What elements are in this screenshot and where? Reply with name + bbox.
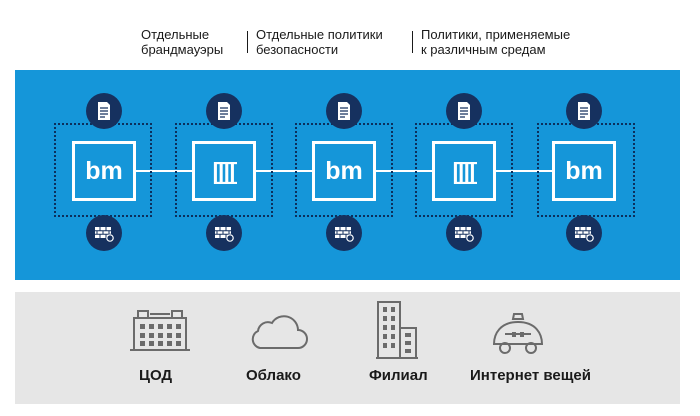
env-label-datacenter: ЦОД	[139, 367, 173, 384]
header-col-firewalls: Отдельные брандмауэры	[141, 27, 223, 57]
bm-host-node: bm	[72, 141, 136, 201]
firewall-brick-icon	[566, 215, 602, 251]
connector-line	[376, 170, 432, 172]
policy-document-icon	[86, 93, 122, 129]
node-label: [[[[	[452, 157, 478, 184]
header-col-policies: Отдельные политики безопасности	[256, 27, 383, 57]
connector-line	[136, 170, 192, 172]
firewall-brick-icon	[446, 215, 482, 251]
header-separator	[247, 31, 248, 53]
header-col1-line2: брандмауэры	[141, 42, 224, 57]
header-col-environments: Политики, применяемые к различным средам	[421, 27, 570, 57]
env-label-cloud: Облако	[246, 367, 301, 384]
datacenter-icon	[130, 310, 190, 351]
bm-host-node: bm	[312, 141, 376, 201]
firewall-brick-icon	[206, 215, 242, 251]
firewall-node: [[[[	[192, 141, 256, 201]
env-label-branch: Филиал	[369, 367, 428, 384]
cloud-icon	[251, 315, 308, 349]
header-col2-line2: безопасности	[256, 42, 339, 57]
header-col2-line1: Отдельные политики	[256, 27, 383, 42]
header-col3-line2: к различным средам	[421, 42, 546, 57]
policy-document-icon	[206, 93, 242, 129]
header-col3-line1: Политики, применяемые	[421, 27, 571, 42]
policy-document-icon	[566, 93, 602, 129]
policy-document-icon	[446, 93, 482, 129]
car-icon	[492, 313, 544, 354]
environments-panel	[15, 292, 680, 404]
env-label-iot: Интернет вещей	[470, 367, 591, 384]
connector-line	[496, 170, 552, 172]
firewall-node: [[[[	[432, 141, 496, 201]
connector-line	[256, 170, 312, 172]
header-separator	[412, 31, 413, 53]
policy-document-icon	[326, 93, 362, 129]
firewall-brick-icon	[326, 215, 362, 251]
firewall-brick-icon	[86, 215, 122, 251]
node-label: bm	[85, 156, 123, 185]
header-col1-line1: Отдельные	[141, 27, 210, 42]
node-label: bm	[565, 156, 603, 185]
building-icon	[376, 301, 418, 359]
node-label: [[[[	[212, 157, 238, 184]
node-label: bm	[325, 156, 363, 185]
bm-host-node: bm	[552, 141, 616, 201]
